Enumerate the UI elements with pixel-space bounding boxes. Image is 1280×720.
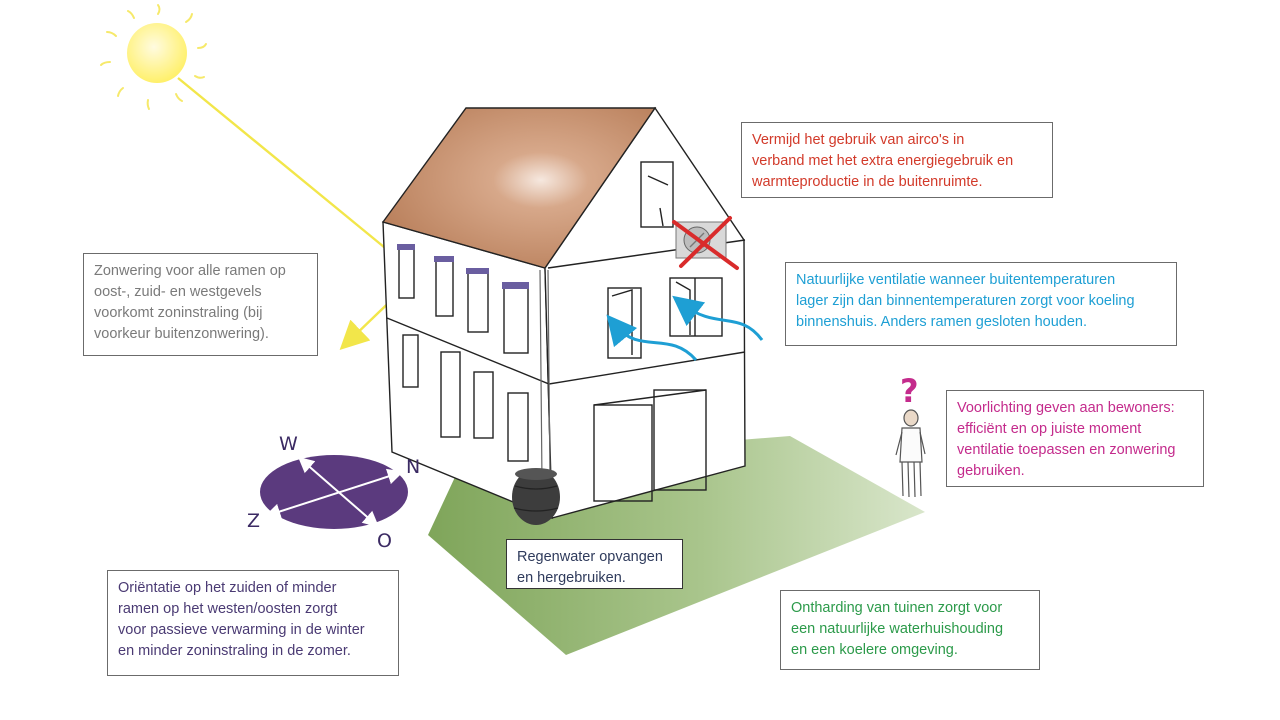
compass-label-z: Z — [247, 510, 261, 532]
compass-arrow-z-n — [264, 468, 404, 520]
note-airco-line: verband met het extra energiegebruik en — [752, 153, 1014, 169]
note-voorlichting-line: gebruiken. — [957, 463, 1025, 479]
attic-window — [640, 161, 674, 228]
note-voorlichting-line: efficiënt en op juiste moment — [957, 421, 1142, 437]
note-voorlichting: Voorlichting geven aan bewoners: efficië… — [946, 390, 1204, 487]
airflow-arrow-1 — [606, 314, 698, 361]
note-ventilatie-line: Natuurlijke ventilatie wanneer buitentem… — [796, 272, 1116, 288]
question-mark: ? — [900, 372, 919, 410]
note-regenwater-line: Regenwater opvangen — [517, 549, 663, 565]
note-ventilatie-line: binnenshuis. Anders ramen gesloten houde… — [796, 314, 1088, 330]
note-ventilatie: Natuurlijke ventilatie wanneer buitentem… — [785, 262, 1177, 346]
rain-barrel-icon — [512, 468, 560, 525]
note-orientatie-line: ramen op het westen/oosten zorgt — [118, 601, 338, 617]
note-voorlichting-line: Voorlichting geven aan bewoners: — [957, 400, 1175, 416]
note-zonwering-line: voorkomt zoninstraling (bij — [94, 305, 263, 321]
compass-label-n: N — [406, 456, 421, 478]
window-awnings — [397, 244, 529, 289]
note-zonwering-line: oost-, zuid- en westgevels — [94, 284, 262, 300]
note-ontharding-line: en een koelere omgeving. — [791, 642, 958, 658]
house — [381, 106, 746, 520]
compass-label-w: W — [279, 433, 298, 455]
note-ontharding: Ontharding van tuinen zorgt voor een nat… — [780, 590, 1040, 670]
garage-openings — [593, 389, 707, 502]
note-airco-line: Vermijd het gebruik van airco's in — [752, 132, 965, 148]
sun-icon — [100, 4, 207, 110]
note-regenwater: Regenwater opvangen en hergebruiken. — [506, 539, 683, 589]
note-airco-line: warmteproductie in de buitenruimte. — [752, 174, 983, 190]
note-orientatie: Oriëntatie op het zuiden of minder ramen… — [107, 570, 399, 676]
compass-disc — [260, 455, 408, 529]
house-roof — [381, 107, 657, 269]
compass-label-o: O — [377, 530, 392, 552]
lower-left-windows — [402, 334, 529, 462]
airflow-arrow-2 — [672, 295, 764, 341]
note-orientatie-line: en minder zoninstraling in de zomer. — [118, 643, 351, 659]
note-ontharding-line: Ontharding van tuinen zorgt voor — [791, 600, 1003, 616]
note-orientatie-line: Oriëntatie op het zuiden of minder — [118, 580, 337, 596]
note-regenwater-line: en hergebruiken. — [517, 570, 626, 586]
note-voorlichting-line: ventilatie toepassen en zonwering — [957, 442, 1176, 458]
note-ventilatie-line: lager zijn dan binnentemperaturen zorgt … — [796, 293, 1135, 309]
note-ontharding-line: een natuurlijke waterhuishouding — [791, 621, 1004, 637]
person-icon — [895, 409, 926, 498]
sun-ray-arrow — [177, 77, 413, 271]
note-zonwering-line: Zonwering voor alle ramen op — [94, 263, 286, 279]
upper-left-windows — [398, 247, 529, 354]
note-zonwering: Zonwering voor alle ramen op oost-, zuid… — [83, 253, 318, 356]
note-orientatie-line: voor passieve verwarming in de winter — [118, 622, 365, 638]
compass — [260, 455, 408, 529]
note-airco: Vermijd het gebruik van airco's in verba… — [741, 122, 1053, 198]
prohibited-cross-icon — [672, 216, 739, 270]
note-zonwering-line: voorkeur buitenzonwering). — [94, 326, 269, 342]
